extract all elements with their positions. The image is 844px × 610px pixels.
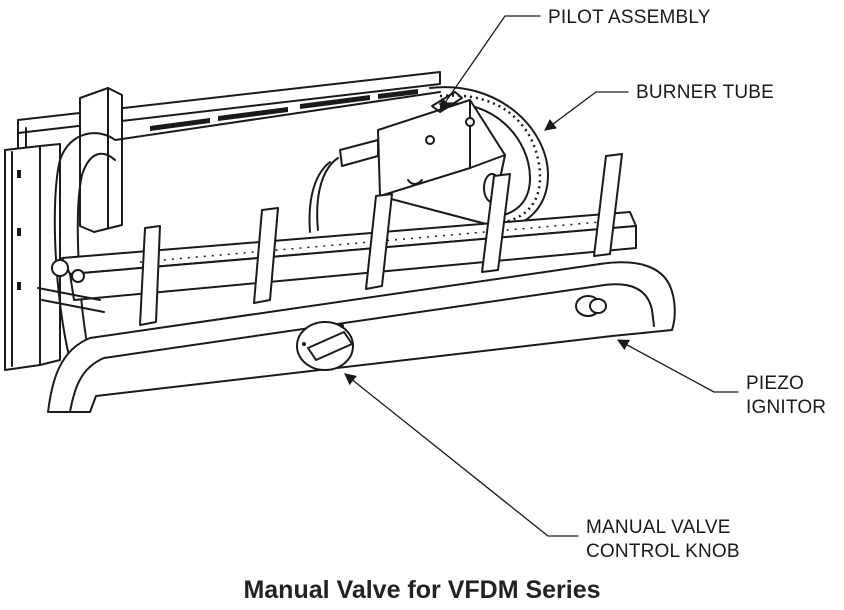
figure-caption: Manual Valve for VFDM Series (243, 576, 601, 604)
left-bracket (4, 143, 61, 371)
front-valve-bar (47, 261, 676, 413)
pilot-assembly-label: PILOT ASSEMBLY (548, 6, 711, 30)
burner-tube (53, 86, 549, 361)
piezo-ignitor-label: PIEZO IGNITOR (746, 372, 826, 420)
piezo-ignitor-text-line1: PIEZO (746, 373, 805, 394)
leader-lines (344, 15, 739, 537)
valve-connectors (37, 259, 105, 313)
burner-tube-text: BURNER TUBE (636, 82, 775, 103)
piezo-ignitor-button (575, 295, 607, 317)
pilot-assembly (308, 91, 506, 233)
pilot-assembly-text: PILOT ASSEMBLY (548, 7, 711, 28)
rear-panel (17, 71, 441, 161)
piezo-ignitor-text-line2: IGNITOR (746, 397, 827, 418)
control-knob-text-line1: MANUAL VALVE (586, 517, 731, 538)
mounting-post (79, 87, 123, 233)
grate-posts (139, 153, 623, 326)
burner-tube-label: BURNER TUBE (636, 81, 774, 105)
control-knob-label: MANUAL VALVE CONTROL KNOB (586, 516, 740, 564)
control-knob (296, 321, 354, 371)
control-knob-text-line2: CONTROL KNOB (586, 541, 740, 562)
